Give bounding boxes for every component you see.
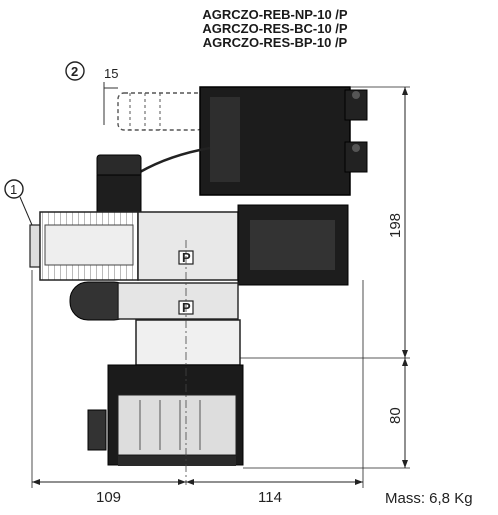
dim-109-label: 109 xyxy=(96,489,121,506)
manual-override-plug xyxy=(69,281,239,321)
dim-198-label: 198 xyxy=(387,213,404,238)
port-p-upper-label: P xyxy=(182,250,191,265)
dim-bottom xyxy=(31,270,364,488)
main-valve-body xyxy=(87,319,244,466)
mass-label: Mass: 6,8 Kg xyxy=(385,490,473,507)
model-code-2: AGRCZO-RES-BC-10 /P xyxy=(202,21,348,36)
callout-1-label: 1 xyxy=(10,182,17,197)
driver-electronics-box xyxy=(199,86,368,196)
solenoid-connector xyxy=(96,154,142,214)
model-code-1: AGRCZO-REB-NP-10 /P xyxy=(202,7,348,22)
dim-15-label: 15 xyxy=(104,66,118,81)
callout-1-circle xyxy=(4,179,24,199)
dim-80 xyxy=(243,358,410,469)
dim-114-label: 114 xyxy=(258,489,282,506)
callout-1-leader xyxy=(19,196,33,226)
port-p-lower-label: P xyxy=(182,300,191,315)
callout-2-label: 2 xyxy=(71,64,78,79)
cable xyxy=(139,146,211,174)
dim-80-label: 80 xyxy=(387,407,404,424)
dim-198 xyxy=(240,86,410,359)
model-code-3: AGRCZO-RES-BP-10 /P xyxy=(202,35,348,50)
callout-2-circle xyxy=(65,61,85,81)
pilot-solenoid xyxy=(29,211,139,281)
connector-dashed-outline xyxy=(103,82,204,131)
pilot-valve-body xyxy=(137,204,349,286)
